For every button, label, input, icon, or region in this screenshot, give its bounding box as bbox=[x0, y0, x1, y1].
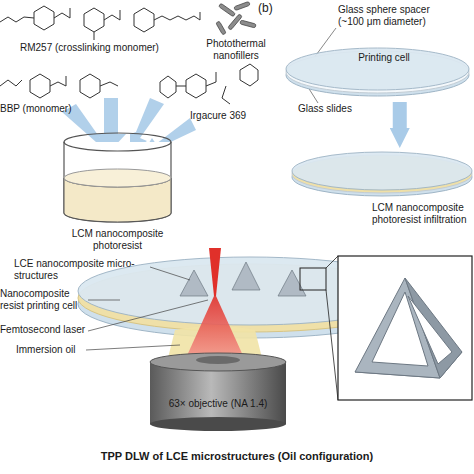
annotation-label: Immersion oil bbox=[16, 344, 96, 356]
irgacure-structure bbox=[160, 64, 258, 104]
rm257-structure bbox=[0, 6, 200, 40]
nanofiller-rods bbox=[216, 1, 256, 35]
printing-cell: LCM nanocomposite photoresist infiltrati… bbox=[290, 150, 474, 232]
zoom-line bbox=[326, 290, 338, 400]
node-label: Printing cell bbox=[344, 52, 424, 64]
laser-beam bbox=[185, 248, 245, 360]
annotation-label: LCE nanocomposite micro-structures bbox=[14, 258, 154, 281]
printing-cell: Printing cell bbox=[284, 46, 471, 98]
annotation-label: Nanocomposite resist printing cell bbox=[0, 288, 88, 311]
annotation-label: Photothermal nanofillers bbox=[202, 38, 270, 61]
objective-lens: 63× objective (NA 1.4) bbox=[148, 352, 288, 432]
zoom-marker bbox=[300, 268, 326, 290]
zoom-line bbox=[326, 256, 338, 268]
annotation-label: RM257 (crosslinking monomer) bbox=[20, 42, 190, 54]
figure-title: TPP DLW of LCE microstructures (Oil conf… bbox=[0, 450, 474, 463]
annotation-label: Glass slides bbox=[298, 103, 378, 115]
annotation-label: BBP (monomer) bbox=[0, 103, 110, 115]
panel-letter: (b) bbox=[258, 2, 288, 16]
node-label: LCM nanocomposite photoresist bbox=[50, 228, 185, 251]
annotation-label: Glass sphere spacer (~100 μm diameter) bbox=[338, 4, 430, 27]
node-outline bbox=[148, 352, 288, 432]
bbp-structure bbox=[0, 74, 118, 98]
photoresist-beaker: LCM nanocomposite photoresist bbox=[60, 128, 175, 258]
zoom-box bbox=[338, 256, 472, 400]
pyramid-frame bbox=[355, 278, 462, 378]
micro-pyramids bbox=[180, 262, 306, 296]
node-outline bbox=[60, 128, 175, 223]
node-label: LCM nanocomposite photoresist infiltrati… bbox=[372, 202, 472, 225]
leader-lines bbox=[86, 267, 208, 350]
process-arrow bbox=[393, 102, 407, 130]
node-outline bbox=[290, 150, 474, 198]
annotation-label: Femtosecond laser bbox=[0, 324, 90, 336]
annotation-label: Irgacure 369 bbox=[190, 110, 270, 122]
node-label: 63× objective (NA 1.4) bbox=[158, 398, 278, 410]
